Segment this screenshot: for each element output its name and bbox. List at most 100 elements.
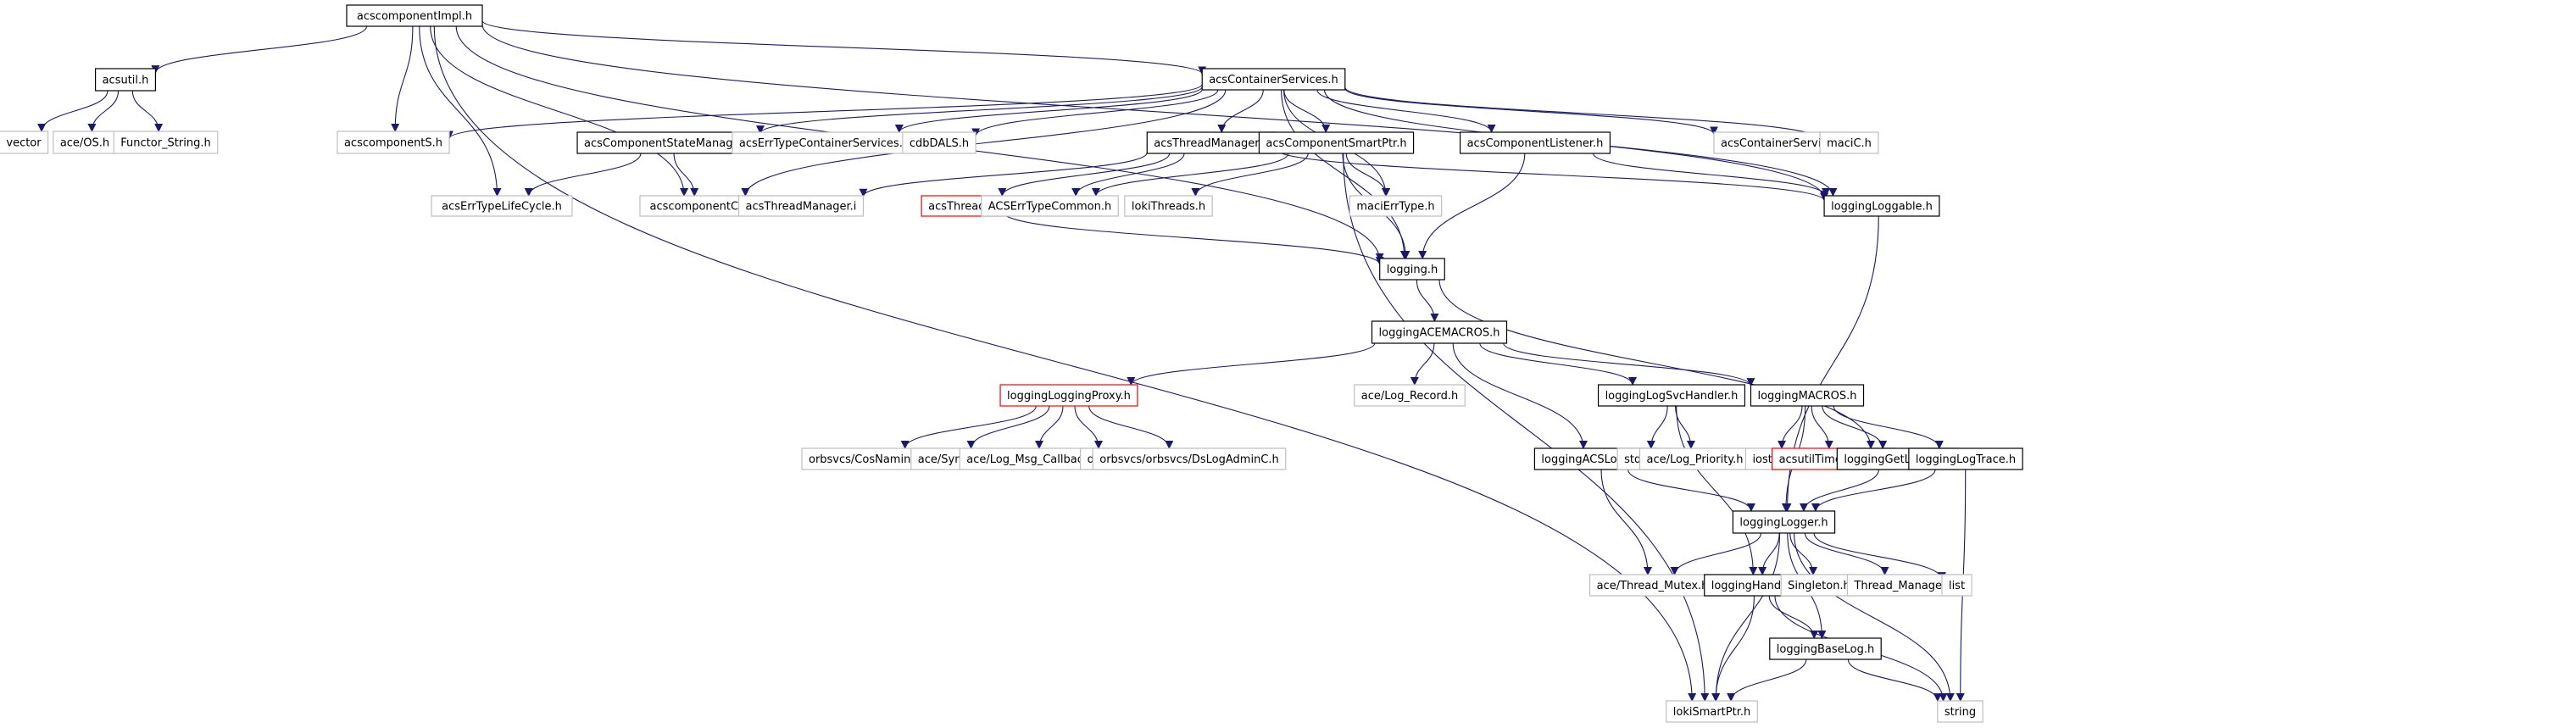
node-box [1639,447,1751,470]
node-label: ace/Log_Msg_Callback.h [966,453,1100,466]
node-label: loggingBaseLog.h [1777,643,1874,656]
graph-node-acsthread-h[interactable]: acsThread.h [921,195,1004,217]
node-box [1666,700,1758,723]
node-box [1124,195,1213,217]
node-box [1146,131,1277,154]
edges-layer [37,19,1967,703]
graph-node-logging-h[interactable]: logging.h [1379,258,1445,281]
edge-n0-n16 [430,25,689,197]
node-box [1354,384,1466,407]
edge-n7-n16 [673,153,699,197]
edge-n47-n48 [1727,659,1807,702]
graph-node-acsthreadmanager-h[interactable]: acsThreadManager.h [1146,131,1277,154]
node-label: loggingMACROS.h [1757,390,1856,403]
graph-node-loggingloggable-h[interactable]: loggingLoggable.h [1823,195,1940,217]
edge-n27-n43 [1676,405,1758,575]
node-box [1201,68,1346,91]
edge-n1-n2 [37,90,108,132]
graph-node-ace-os-h: ace/OS.h [53,131,117,154]
edge-n0-n22 [481,24,1828,200]
node-label: acsutil.h [103,75,149,87]
edge-n43-n48 [1711,595,1755,702]
node-box [53,131,117,154]
graph-node-acserrtypecommon-h: ACSErrTypeCommon.h [981,195,1119,217]
graph-node-ace-log-priority-h: ace/Log_Priority.h [1639,447,1751,470]
node-box [1459,131,1611,154]
node-box [1371,320,1508,344]
graph-node-lokismartptr-h: lokiSmartPtr.h [1666,700,1758,723]
edge-n11-n19 [1092,153,1289,197]
graph-node-acscomponentimpl-h[interactable]: acscomponentImpl.h [346,4,483,27]
node-label: acsThreadManager.i [746,201,857,214]
node-label: logging.h [1387,264,1438,276]
edge-n41-n48 [1711,532,1781,702]
edge-n47-n49 [1847,659,1942,703]
node-box [1937,700,1983,723]
graph-node-acscomponents-h: acscomponentS.h [337,131,450,154]
edge-n10-n22 [1275,148,1828,202]
edge-n12-n23 [1418,153,1526,259]
edge-n5-n7 [756,86,1203,135]
node-label: lokiThreads.h [1132,201,1205,214]
edge-n24-n34 [1452,342,1588,449]
edge-n1-n3 [87,90,120,132]
edge-n25-n29 [900,405,1037,449]
node-box [732,131,917,154]
edge-n34-n41 [1627,469,1755,512]
edge-n18-n23 [1002,211,1384,266]
graph-node-acsthreadmanager-i: acsThreadManager.i [737,195,865,217]
node-label: maciC.h [1827,137,1872,150]
node-label: acscomponentS.h [344,137,442,150]
graph-node-acscontainerservices-h[interactable]: acsContainerServices.h [1201,68,1346,91]
graph-node-singleton-h: Singleton.h [1780,574,1858,597]
graph-node-acsutil-h[interactable]: acsutil.h [94,68,157,92]
node-box [0,131,49,154]
node-label: orbsvcs/CosNamingC.h [809,453,936,466]
graph-node-lokithreads-h: lokiThreads.h [1124,195,1213,217]
edge-n40-n41 [1811,469,1936,512]
graph-node-acscomponentlistener-h[interactable]: acsComponentListener.h [1459,131,1611,154]
graph-node-vector: vector [0,131,49,154]
graph-node-logginglogsvchandler-h[interactable]: loggingLogSvcHandler.h [1597,384,1746,407]
node-label: orbsvcs/orbsvcs/DsLogAdminC.h [1099,453,1279,466]
edge-n5-n10 [1217,89,1264,133]
graph-node-loggingmacros-h[interactable]: loggingMACROS.h [1750,384,1865,407]
edge-n10-n18 [998,153,1171,197]
node-box [737,195,865,217]
edge-n25-n31 [1035,405,1064,449]
graph-node-acscomponentstatemanager-h[interactable]: acsComponentStateManager.h [576,131,761,154]
node-label: acsContainerServices.h [1209,74,1338,86]
graph-node-loggingbaselog-h[interactable]: loggingBaseLog.h [1769,637,1882,660]
node-label: acscomponentC.h [650,201,749,214]
node-box [1349,195,1443,217]
edge-n27-n35 [1646,405,1668,449]
node-label: string [1945,706,1976,719]
graph-node-acserrtypecontainerservices-h: acsErrTypeContainerServices.h [732,131,917,154]
edge-n5-n13 [1344,87,1718,136]
graph-node-loggingacemacros-h[interactable]: loggingACEMACROS.h [1371,320,1508,344]
graph-node-logginglogtrace-h[interactable]: loggingLogTrace.h [1908,447,2023,470]
node-box [1732,510,1836,534]
edge-n0-n48 [433,25,1697,702]
graph-node-logginglogger-h[interactable]: loggingLogger.h [1732,510,1836,534]
node-box [113,131,219,154]
edge-n23-n39 [1438,279,1875,449]
graph-node-orbsvcs-orbsvcs-dslogadminc-h: orbsvcs/orbsvcs/DsLogAdminC.h [1092,447,1287,470]
edge-n39-n41 [1800,469,1879,512]
graph-node-loggingloggingproxy-h[interactable]: loggingLoggingProxy.h [999,384,1138,407]
node-label: cdbDALS.h [910,137,969,150]
graph-node-macic-h: maciC.h [1819,131,1879,154]
node-label: acsThread.h [928,201,996,214]
edge-n7-n15 [524,153,642,197]
graph-node-acscomponentsmartptr-h[interactable]: acsComponentSmartPtr.h [1258,131,1415,154]
graph-node-acserrtypelifecycle-h: acsErrTypeLifeCycle.h [431,195,573,217]
node-label: acsComponentListener.h [1467,137,1604,150]
edge-n0-n15 [419,25,502,197]
edge-n41-n44 [1789,532,1818,575]
node-label: list [1949,580,1965,592]
graph-node-macierrtype-h: maciErrType.h [1349,195,1443,217]
node-label: loggingLogSvcHandler.h [1605,390,1739,403]
graph-node-functor-string-h: Functor_String.h [113,131,219,154]
node-label: Thread_Manager.h [1853,580,1956,592]
